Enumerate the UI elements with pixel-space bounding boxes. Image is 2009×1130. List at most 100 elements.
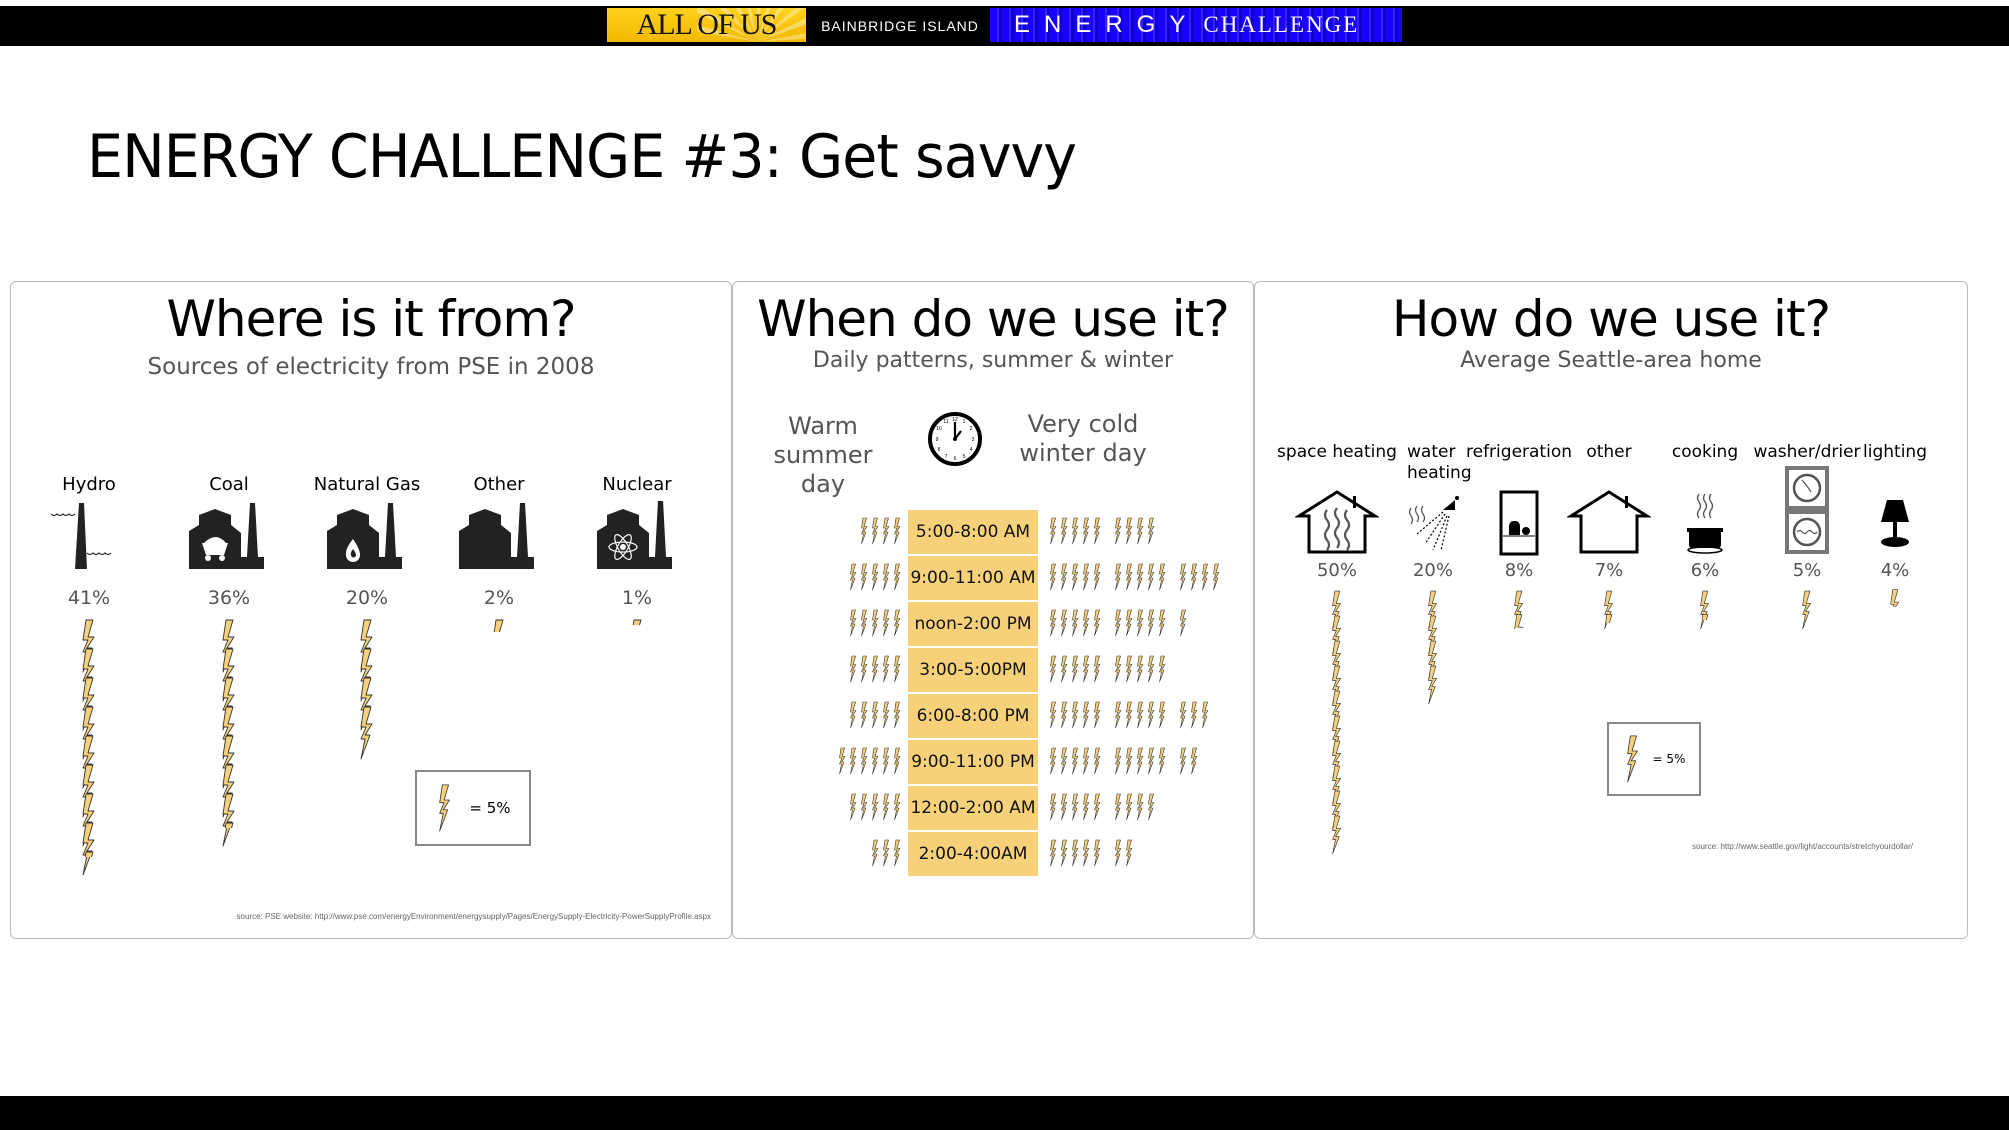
- bolt-icon: [883, 839, 890, 867]
- bolt-icon: [1115, 563, 1122, 591]
- bolt-icon: [1126, 517, 1133, 545]
- bolt-icon: [1126, 701, 1133, 729]
- time-subtitle: Daily patterns, summer & winter: [812, 348, 1174, 373]
- bolt-group: [1048, 562, 1103, 592]
- usage-panel: How do we use it? Average Seattle-area h…: [1254, 281, 1968, 939]
- bolt-icon: [1094, 793, 1101, 821]
- bolt-icon: [1802, 590, 1811, 630]
- winter-bolts: [1048, 746, 1200, 776]
- bolt-icon: [883, 609, 890, 637]
- usage-percent: 7%: [1594, 560, 1624, 581]
- source-percent: 36%: [207, 587, 251, 609]
- bolt-icon: [1126, 747, 1133, 775]
- bolt-stack: [159, 619, 299, 847]
- bolt-icon: [1332, 815, 1341, 855]
- bolt-icon: [1115, 701, 1122, 729]
- source-label: Other: [473, 474, 525, 495]
- bolt-icon: [872, 747, 879, 775]
- washer-dryer-icon: [1747, 466, 1867, 556]
- house-icon: [1549, 484, 1669, 556]
- usage-label: refrigeration: [1466, 442, 1572, 462]
- bolt-stack: [1459, 589, 1579, 630]
- bolt-icon: [894, 563, 901, 591]
- summer-bolts: [848, 608, 903, 638]
- bolt-icon: [1159, 747, 1166, 775]
- time-row: 12:00-2:00 AM: [733, 786, 1255, 830]
- summer-bolts: [848, 700, 903, 730]
- time-slot-label: 6:00-8:00 PM: [908, 694, 1038, 738]
- bolt-group: [1178, 746, 1200, 776]
- bolt-icon: [1126, 655, 1133, 683]
- bolt-icon: [1072, 747, 1079, 775]
- winter-label: Very cold winter day: [1003, 410, 1163, 468]
- summer-bolts: [870, 838, 903, 868]
- bolt-icon: [1050, 701, 1057, 729]
- challenge-logo-text: CHALLENGE: [1203, 12, 1360, 37]
- usage-percent: 4%: [1880, 560, 1910, 581]
- bolt-icon: [1213, 563, 1220, 591]
- bolt-icon: [850, 793, 857, 821]
- bolt-group: [1048, 838, 1103, 868]
- time-row: 9:00-11:00 PM: [733, 740, 1255, 784]
- house-heat-icon: [1277, 484, 1397, 556]
- bolt-icon: [360, 706, 373, 760]
- bolt-icon: [1514, 614, 1523, 628]
- bolt-icon: [1083, 655, 1090, 683]
- bolt-icon: [1148, 609, 1155, 637]
- bolt-legend: = 5%: [1607, 722, 1701, 796]
- bolt-icon: [1072, 839, 1079, 867]
- all-of-us-logo: ALL OF US: [607, 8, 806, 42]
- bainbridge-island-label: BAINBRIDGE ISLAND: [821, 18, 979, 34]
- summer-label-line1: Warm: [788, 412, 858, 440]
- bolt-icon: [861, 517, 868, 545]
- bolt-icon: [1061, 793, 1068, 821]
- bolt-icon: [1061, 839, 1068, 867]
- bolt-icon: [1094, 563, 1101, 591]
- summer-label: Warm summer day: [753, 412, 893, 499]
- all-of-us-logo-text: ALL OF US: [636, 8, 778, 41]
- summer-label-line2: summer day: [773, 441, 873, 498]
- bolt-icon: [861, 701, 868, 729]
- bolt-stack: [1373, 589, 1493, 706]
- bolt-group: [1048, 516, 1103, 546]
- time-title: When do we use it?: [757, 290, 1230, 348]
- bolt-stack: [297, 619, 437, 760]
- summer-bolts: [848, 562, 903, 592]
- bolt-icon: [1115, 839, 1122, 867]
- bolt-group: [1048, 792, 1103, 822]
- time-slot-label: 3:00-5:00PM: [908, 648, 1038, 692]
- sources-title: Where is it from?: [166, 290, 576, 348]
- source-percent: 20%: [345, 587, 389, 609]
- bolt-icon: [1202, 563, 1209, 591]
- source-percent: 1%: [621, 587, 653, 609]
- bolt-icon: [1180, 609, 1187, 637]
- bolt-icon: [1626, 735, 1638, 783]
- usage-label: cooking: [1671, 442, 1739, 462]
- bolt-icon: [82, 822, 95, 876]
- bolt-icon: [1072, 609, 1079, 637]
- bolt-icon: [883, 563, 890, 591]
- winter-label-line1: Very cold: [1027, 410, 1139, 438]
- bolt-icon: [883, 517, 890, 545]
- bolt-icon: [632, 619, 642, 626]
- bolt-stack: [429, 619, 569, 632]
- bolt-icon: [1605, 614, 1613, 624]
- bolt-icon: [493, 619, 504, 632]
- winter-bolts: [1048, 562, 1222, 592]
- usage-percent: 50%: [1316, 560, 1357, 581]
- bolt-group: [1178, 562, 1222, 592]
- summer-bolts: [837, 746, 903, 776]
- bolt-legend: = 5%: [415, 770, 531, 846]
- bolt-icon: [1094, 747, 1101, 775]
- bolt-icon: [1050, 517, 1057, 545]
- bolt-icon: [439, 784, 451, 832]
- time-row: 5:00-8:00 AM: [733, 510, 1255, 554]
- bolt-icon: [1202, 701, 1209, 729]
- usage-title: How do we use it?: [1391, 290, 1831, 348]
- usage-percent: 20%: [1412, 560, 1453, 581]
